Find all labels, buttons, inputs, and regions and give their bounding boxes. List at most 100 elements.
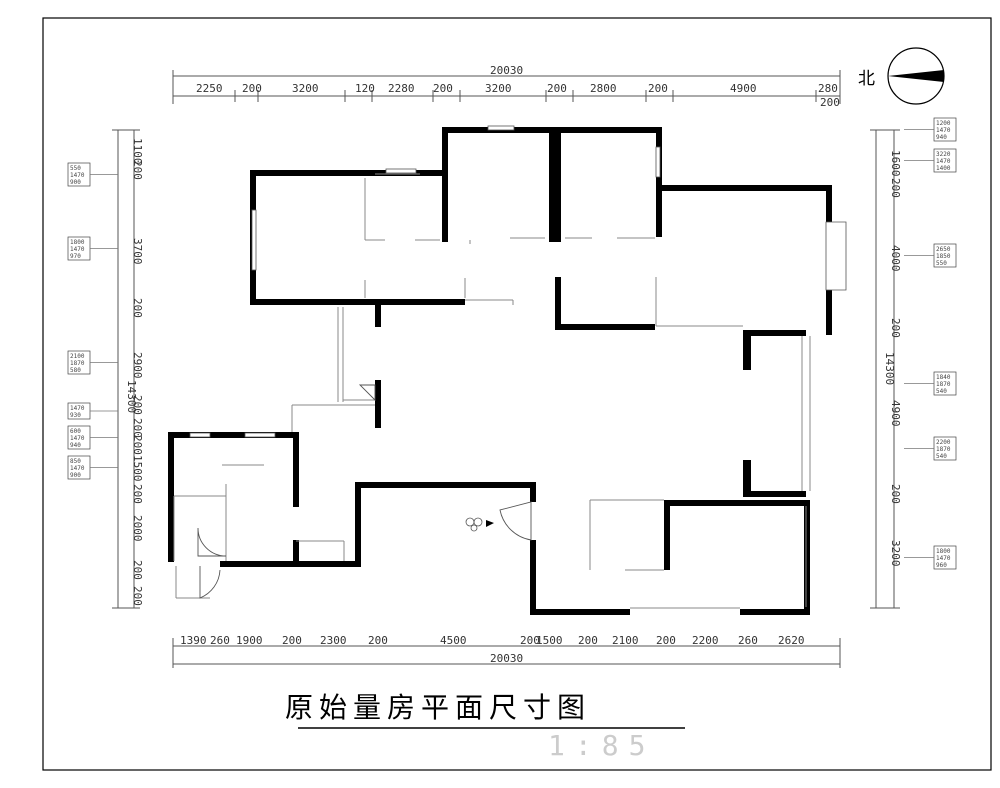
window-tag-value: 1200 bbox=[936, 120, 951, 127]
left-segment-dim: 1100 bbox=[131, 138, 144, 165]
right-segment-dim: 4000 bbox=[889, 245, 902, 272]
window-tag-value: 1470 bbox=[936, 555, 951, 562]
bottom-segment-dim: 200 bbox=[282, 634, 302, 647]
top-extra-dim: 200 bbox=[820, 96, 840, 109]
thin-partitions bbox=[173, 173, 811, 609]
bottom-segment-dim: 4500 bbox=[440, 634, 467, 647]
bottom-segment-dim: 2200 bbox=[692, 634, 719, 647]
right-segment-dim: 3200 bbox=[889, 540, 902, 567]
left-segment-labels: 1100200370020029002002002001500200200020… bbox=[131, 138, 144, 606]
window-tag-value: 1470 bbox=[70, 405, 85, 412]
right-segment-dim: 200 bbox=[889, 178, 902, 198]
bottom-segment-dim: 260 bbox=[210, 634, 230, 647]
window-tag-value: 930 bbox=[70, 412, 81, 419]
bottom-segment-dim: 260 bbox=[738, 634, 758, 647]
left-segment-dim: 200 bbox=[131, 484, 144, 504]
right-segment-dim: 200 bbox=[889, 318, 902, 338]
bottom-segment-dim: 1500 bbox=[536, 634, 563, 647]
window-tag-value: 540 bbox=[936, 388, 947, 395]
north-compass bbox=[887, 47, 945, 105]
bottom-total-dim: 20030 bbox=[490, 652, 523, 665]
top-segment-dim: 2280 bbox=[388, 82, 415, 95]
window-tag-value: 550 bbox=[70, 165, 81, 172]
window-tag-value: 3220 bbox=[936, 151, 951, 158]
window-tag-value: 600 bbox=[70, 428, 81, 435]
window-tag-value: 1400 bbox=[936, 165, 951, 172]
doors bbox=[197, 384, 532, 599]
top-segment-dim: 200 bbox=[433, 82, 453, 95]
window-tag-value: 940 bbox=[936, 134, 947, 141]
left-dimension-chain bbox=[112, 129, 140, 609]
entrance-fixture bbox=[465, 517, 494, 532]
window-tag-value: 540 bbox=[936, 453, 947, 460]
right-segment-dim: 200 bbox=[889, 484, 902, 504]
page-title: 原始量房平面尺寸图 bbox=[285, 691, 591, 724]
window-tag-value: 550 bbox=[936, 260, 947, 267]
scale-label: 1:85 bbox=[548, 729, 655, 762]
left-segment-dim: 1500 bbox=[131, 455, 144, 482]
bottom-segment-dim: 2300 bbox=[320, 634, 347, 647]
left-segment-dim: 200 bbox=[131, 160, 144, 180]
top-segment-dim: 2800 bbox=[590, 82, 617, 95]
bottom-dimension-chain bbox=[172, 638, 841, 668]
bottom-segment-dim: 1900 bbox=[236, 634, 263, 647]
bottom-segment-dim: 200 bbox=[368, 634, 388, 647]
top-segment-dim: 200 bbox=[547, 82, 567, 95]
window-tag-value: 1470 bbox=[70, 172, 85, 179]
left-segment-dim: 2900 bbox=[131, 352, 144, 379]
drawing-border bbox=[42, 17, 992, 771]
window-tag-value: 1470 bbox=[70, 465, 85, 472]
walls bbox=[168, 127, 832, 615]
entry-arrow-icon bbox=[486, 520, 494, 527]
right-dimension-chain bbox=[870, 129, 900, 609]
top-segment-dim: 200 bbox=[648, 82, 668, 95]
window-tag-value: 970 bbox=[70, 253, 81, 260]
bottom-segment-dim: 1390 bbox=[180, 634, 207, 647]
window-tag-value: 940 bbox=[70, 442, 81, 449]
window-tag-value: 1470 bbox=[70, 246, 85, 253]
top-segment-dim: 120 bbox=[355, 82, 375, 95]
top-total-dim: 20030 bbox=[490, 64, 523, 77]
window-tag-value: 580 bbox=[70, 367, 81, 374]
window-tag-value: 1470 bbox=[936, 127, 951, 134]
left-total-dim: 14300 bbox=[125, 380, 138, 413]
window-tag-value: 960 bbox=[936, 562, 947, 569]
window-tag-value: 2200 bbox=[936, 439, 951, 446]
window-tag-value: 900 bbox=[70, 179, 81, 186]
bottom-segment-dim: 2100 bbox=[612, 634, 639, 647]
left-segment-dim: 200 bbox=[131, 586, 144, 606]
top-segment-dim: 3200 bbox=[485, 82, 512, 95]
right-segment-dim: 1600 bbox=[889, 150, 902, 177]
top-segment-dim: 3200 bbox=[292, 82, 319, 95]
left-segment-dim: 200 bbox=[131, 560, 144, 580]
top-segment-dim: 280 bbox=[818, 82, 838, 95]
bottom-segment-dim: 2620 bbox=[778, 634, 805, 647]
right-total-dim: 14300 bbox=[883, 352, 896, 385]
left-segment-dim: 200 bbox=[131, 298, 144, 318]
north-label: 北 bbox=[858, 69, 875, 89]
window-tag-value: 1850 bbox=[936, 253, 951, 260]
window-tag-value: 1870 bbox=[70, 360, 85, 367]
window-tag-value: 1870 bbox=[936, 446, 951, 453]
window-tag-value: 900 bbox=[70, 472, 81, 479]
bottom-segment-dim: 200 bbox=[656, 634, 676, 647]
left-segment-dim: 2000 bbox=[131, 515, 144, 542]
window-tag-value: 850 bbox=[70, 458, 81, 465]
window-tag-value: 1870 bbox=[936, 381, 951, 388]
top-segment-dim: 4900 bbox=[730, 82, 757, 95]
top-dimension-chain bbox=[172, 70, 841, 104]
